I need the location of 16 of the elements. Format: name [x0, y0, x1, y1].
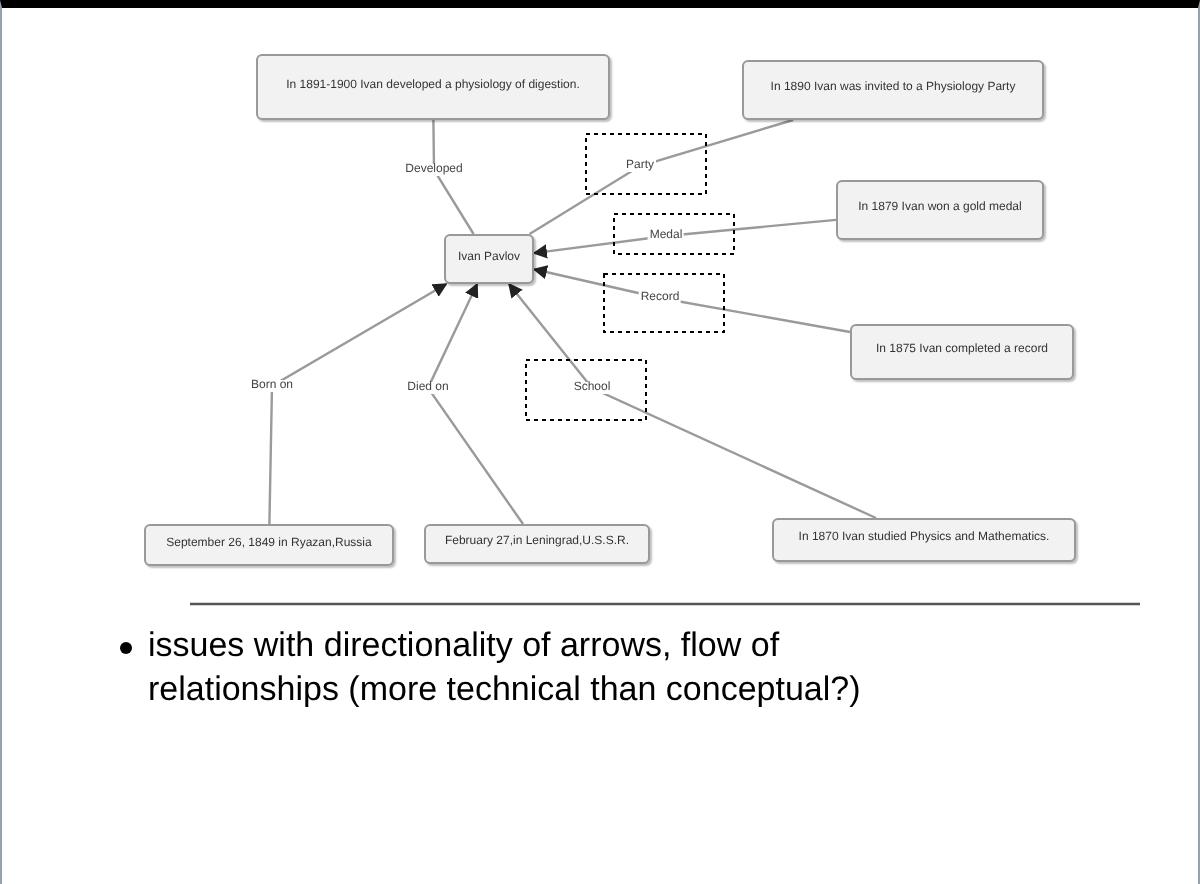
concept-box — [144, 524, 394, 566]
concept-box — [742, 60, 1044, 120]
concept-box — [772, 518, 1076, 562]
bullet-text: issues with directionality of arrows, flow of relationships (more technical than conceptual?) — [148, 624, 863, 712]
connector-line — [508, 282, 877, 520]
connector-line — [268, 282, 448, 525]
concept-box — [424, 524, 650, 564]
connector-line — [426, 282, 524, 525]
concept-box — [444, 234, 534, 284]
connector-line — [532, 218, 837, 259]
concept-box — [256, 54, 610, 120]
connector-line — [532, 265, 851, 334]
connector-line — [528, 118, 794, 236]
concept-box — [836, 180, 1044, 240]
connector-line — [432, 120, 475, 235]
concept-box — [850, 324, 1074, 380]
